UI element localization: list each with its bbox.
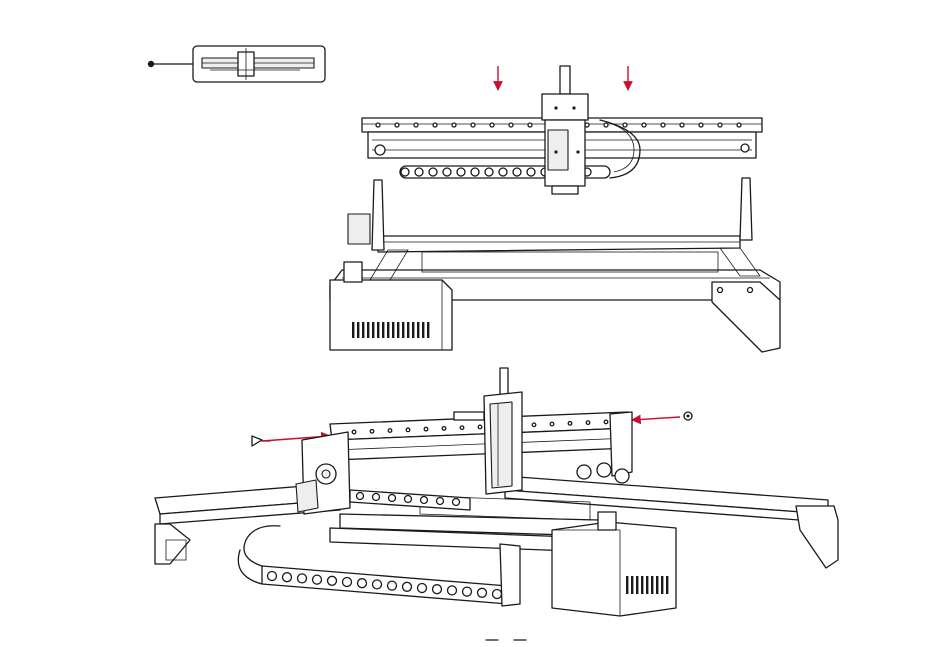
gantry-hole bbox=[376, 123, 380, 127]
vent-slot bbox=[377, 322, 379, 338]
gantry-hole bbox=[490, 123, 494, 127]
chain-link bbox=[437, 498, 444, 505]
chain-link bbox=[389, 495, 396, 502]
chain-link bbox=[388, 581, 397, 590]
gantry-hole bbox=[604, 123, 608, 127]
chain-link bbox=[453, 499, 460, 506]
chain-link bbox=[443, 168, 451, 176]
gantry-hole bbox=[642, 123, 646, 127]
vent-slot bbox=[397, 322, 399, 338]
chain-link bbox=[405, 496, 412, 503]
chain-link bbox=[328, 576, 337, 585]
chain-link bbox=[485, 168, 493, 176]
screw-arrow-right bbox=[632, 417, 680, 420]
chain-link bbox=[493, 590, 502, 599]
gantry-hole bbox=[604, 420, 608, 424]
gantry-hole bbox=[442, 427, 446, 431]
vent-slot bbox=[666, 576, 668, 594]
gantry-hole bbox=[532, 423, 536, 427]
gantry-hole bbox=[623, 123, 627, 127]
vent-slot bbox=[367, 322, 369, 338]
chain-link bbox=[471, 168, 479, 176]
gantry-hole bbox=[699, 123, 703, 127]
chain-link bbox=[499, 168, 507, 176]
chain-link bbox=[415, 168, 423, 176]
vent-slot bbox=[651, 576, 653, 594]
gantry-hole bbox=[509, 123, 513, 127]
chain-link bbox=[418, 584, 427, 593]
vent-slot bbox=[641, 576, 643, 594]
vent-slot bbox=[372, 322, 374, 338]
chain-link bbox=[457, 168, 465, 176]
chain-link bbox=[268, 572, 277, 581]
vent-slot bbox=[631, 576, 633, 594]
gantry-hole bbox=[550, 422, 554, 426]
gantry-hole bbox=[452, 123, 456, 127]
chain-link bbox=[401, 168, 409, 176]
chain-link bbox=[463, 587, 472, 596]
detail-callout bbox=[148, 46, 325, 82]
gantry-hole bbox=[395, 123, 399, 127]
vent-slot bbox=[402, 322, 404, 338]
chain-link bbox=[478, 588, 487, 597]
gantry-hole bbox=[352, 430, 356, 434]
chain-link bbox=[343, 578, 352, 587]
vent-slot bbox=[352, 322, 354, 338]
chain-link bbox=[283, 573, 292, 582]
chain-link bbox=[357, 493, 364, 500]
vent-slot bbox=[362, 322, 364, 338]
chain-link bbox=[421, 497, 428, 504]
gantry-hole bbox=[388, 429, 392, 433]
vent-slot bbox=[357, 322, 359, 338]
vent-slot bbox=[646, 576, 648, 594]
chain-link bbox=[298, 574, 307, 583]
vent-slot bbox=[422, 322, 424, 338]
gantry-hole bbox=[737, 123, 741, 127]
gantry-hole bbox=[680, 123, 684, 127]
vent-slot bbox=[661, 576, 663, 594]
gantry-hole bbox=[406, 428, 410, 432]
chain-link bbox=[373, 580, 382, 589]
vent-slot bbox=[417, 322, 419, 338]
gantry-hole bbox=[478, 425, 482, 429]
chain-link bbox=[373, 494, 380, 501]
gantry-hole bbox=[424, 427, 428, 431]
chain-link bbox=[513, 168, 521, 176]
vent-slot bbox=[636, 576, 638, 594]
chain-link bbox=[429, 168, 437, 176]
chain-link bbox=[448, 586, 457, 595]
chain-link bbox=[527, 168, 535, 176]
vent-slot bbox=[387, 322, 389, 338]
vent-slot bbox=[656, 576, 658, 594]
vent-slot bbox=[382, 322, 384, 338]
vent-slot bbox=[407, 322, 409, 338]
control-box bbox=[552, 512, 676, 616]
gantry-hole bbox=[568, 422, 572, 426]
gantry-hole bbox=[718, 123, 722, 127]
gantry-hole bbox=[433, 123, 437, 127]
mounting-screw-right bbox=[684, 412, 692, 420]
chain-link bbox=[313, 575, 322, 584]
laser-module-carriage bbox=[542, 66, 588, 194]
gantry-hole bbox=[471, 123, 475, 127]
gantry-hole bbox=[460, 426, 464, 430]
chain-link bbox=[358, 579, 367, 588]
vent-slot bbox=[427, 322, 429, 338]
chain-link bbox=[403, 582, 412, 591]
gantry-hole bbox=[414, 123, 418, 127]
vent-slot bbox=[392, 322, 394, 338]
gantry-hole bbox=[661, 123, 665, 127]
vent-slot bbox=[412, 322, 414, 338]
chain-link bbox=[433, 585, 442, 594]
gantry-hole bbox=[586, 421, 590, 425]
gantry-hole bbox=[528, 123, 532, 127]
gantry-hole bbox=[370, 429, 374, 433]
vent-slot bbox=[626, 576, 628, 594]
